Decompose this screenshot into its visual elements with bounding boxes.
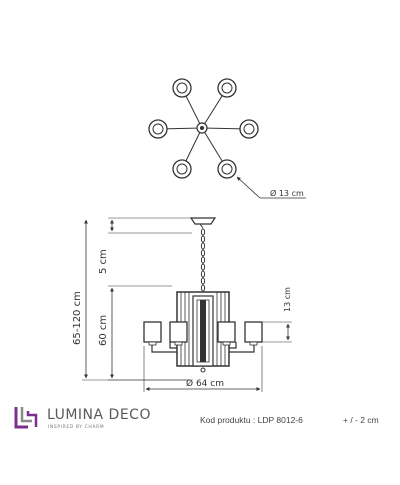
- brand-name: LUMINA DECO: [47, 407, 151, 423]
- chain: [200, 228, 206, 292]
- canopy-height-label: 5 cm: [98, 249, 109, 274]
- side-view: [82, 217, 292, 392]
- product-code: Kod produktu : LDP 8012-6: [200, 415, 303, 425]
- top-view: [148, 78, 306, 199]
- tolerance-note: + / - 2 cm: [343, 415, 379, 425]
- shade-diameter-label: Ø 13 cm: [270, 188, 304, 198]
- shade-height-label: 13 cm: [283, 287, 292, 312]
- body-height-label: 60 cm: [98, 315, 109, 346]
- shade-top-view: [148, 78, 259, 179]
- brand-tagline: INSPIRED BY CHARM: [48, 425, 105, 430]
- total-height-label: 65-120 cm: [72, 291, 83, 345]
- width-label: Ø 64 cm: [186, 378, 224, 389]
- brand-logo-icon: [14, 407, 38, 429]
